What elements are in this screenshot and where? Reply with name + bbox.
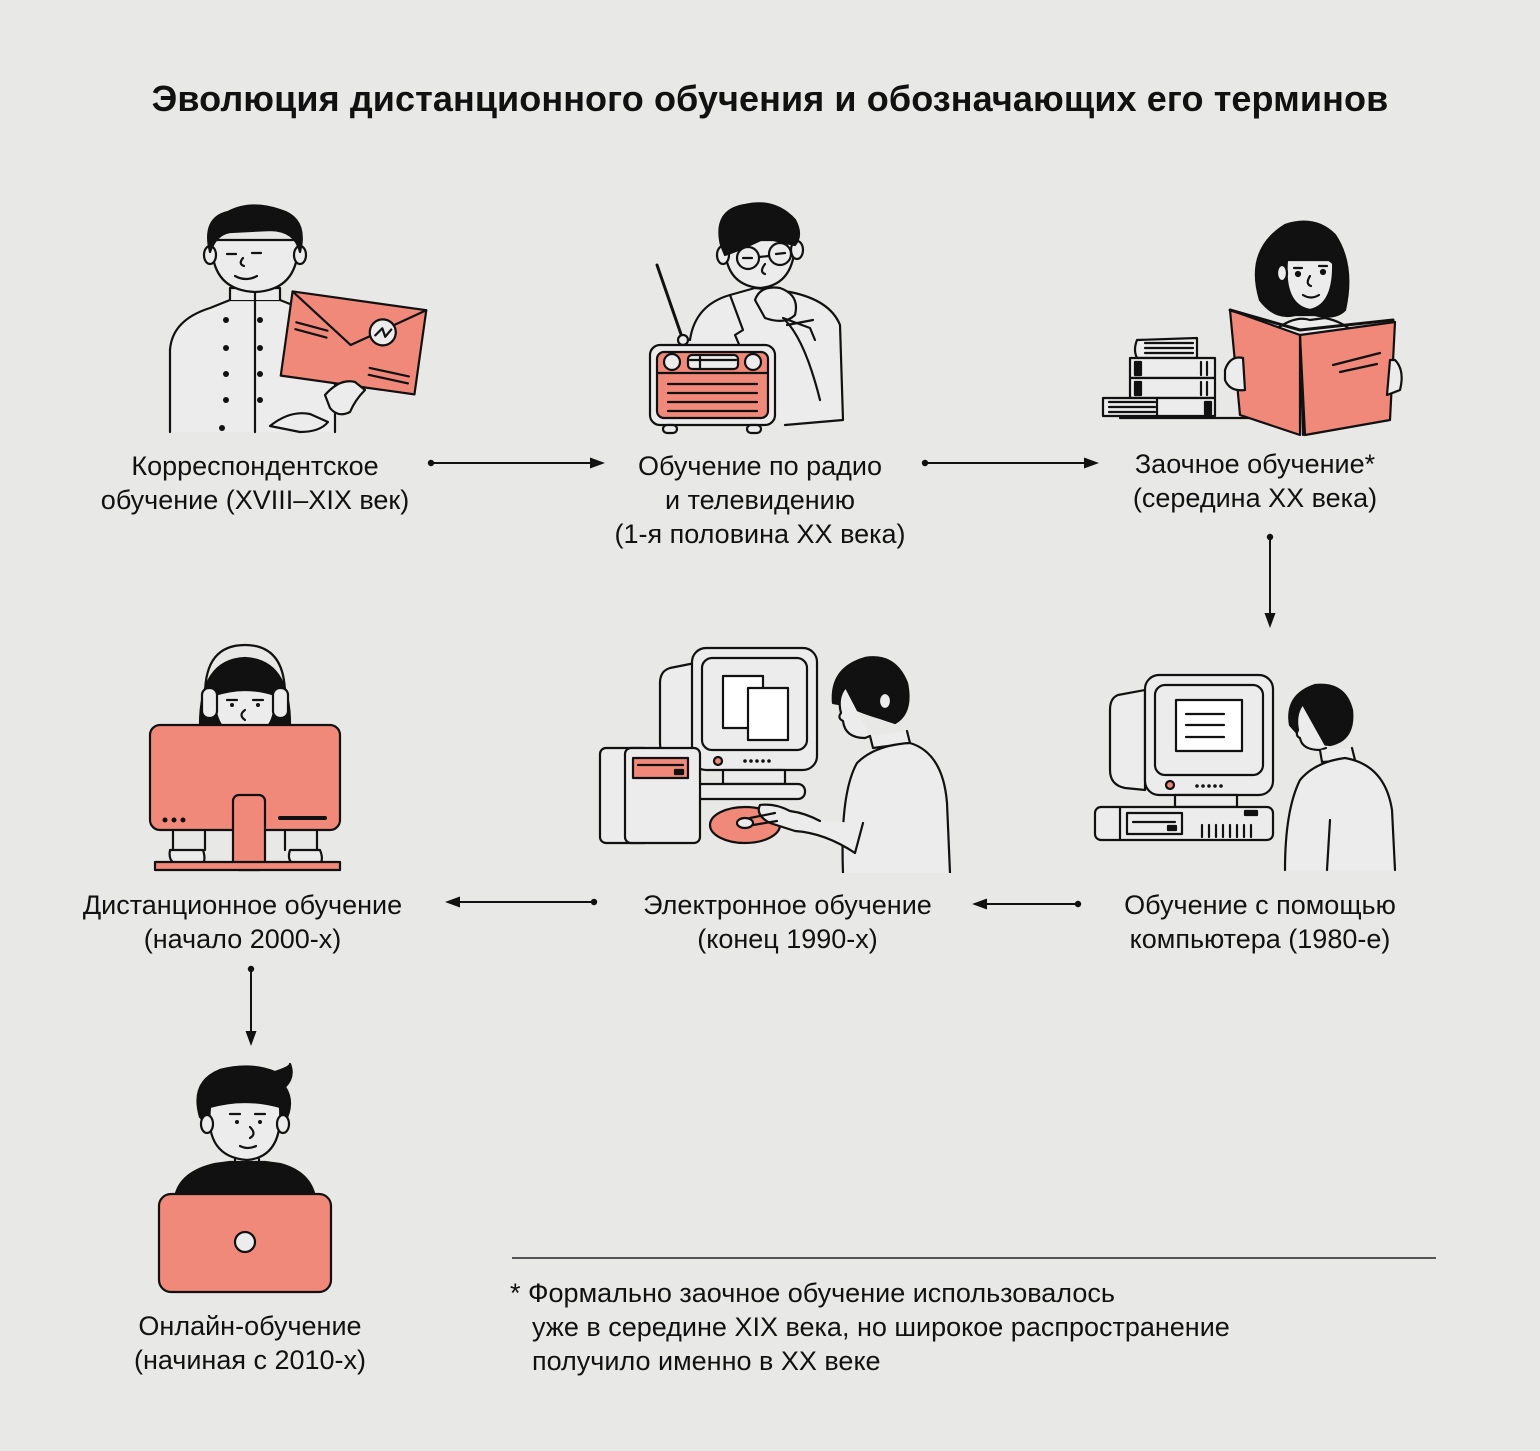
- man-holding-envelope-icon: [168, 204, 428, 434]
- stage-label-line: Электронное обучение: [643, 890, 932, 920]
- stage-label-online: Онлайн-обучение (начиная с 2010-х): [60, 1309, 440, 1377]
- stage-label-extramural: Заочное обучение* (середина XX века): [1075, 447, 1435, 515]
- stage-label-radio-tv: Обучение по радио и телевидению (1-я пол…: [580, 449, 940, 551]
- stage-label-correspondence: Корреспондентское обучение (XVIII–XIX ве…: [60, 449, 450, 517]
- footnote-divider: [512, 1257, 1436, 1259]
- stage-label-line: компьютера (1980-е): [1129, 924, 1391, 954]
- footnote-line: * Формально заочное обучение использовал…: [510, 1278, 1115, 1308]
- arrow-left-icon: [972, 898, 1082, 910]
- footnote-line: уже в середине XIX века, но широкое расп…: [532, 1312, 1230, 1342]
- woman-reading-book-icon: [1101, 220, 1403, 437]
- stage-label-distance: Дистанционное обучение (начало 2000-х): [40, 888, 445, 956]
- arrow-down-icon: [1264, 533, 1276, 628]
- stage-label-line: (начало 2000-х): [143, 924, 342, 954]
- person-with-laptop-icon: [157, 1062, 333, 1294]
- stage-label-computer-assisted: Обучение с помощью компьютера (1980-е): [1075, 888, 1445, 956]
- man-with-cd-computer-icon: [598, 646, 952, 873]
- stage-label-e-learning: Электронное обучение (конец 1990-х): [600, 888, 975, 956]
- stage-label-line: (середина XX века): [1132, 483, 1378, 513]
- arrow-left-icon: [445, 896, 598, 908]
- arrow-right-icon: [921, 457, 1099, 469]
- arrow-right-icon: [427, 457, 605, 469]
- stage-label-line: и телевидению: [665, 485, 855, 515]
- stage-label-line: Дистанционное обучение: [82, 890, 403, 920]
- girl-with-headphones-monitor-icon: [148, 643, 342, 872]
- arrow-down-icon: [245, 965, 257, 1046]
- man-at-desktop-computer-icon: [1093, 673, 1397, 872]
- stage-label-line: Обучение по радио: [638, 451, 882, 481]
- stage-label-line: Корреспондентское: [131, 451, 379, 481]
- stage-label-line: Обучение с помощью: [1124, 890, 1396, 920]
- stage-label-line: Заочное обучение*: [1134, 449, 1376, 479]
- stage-label-line: (1-я половина XX века): [614, 519, 906, 549]
- stage-label-line: Онлайн-обучение: [138, 1311, 362, 1341]
- man-with-radio-icon: [648, 202, 845, 435]
- footnote-line: получило именно в XX веке: [532, 1346, 881, 1376]
- stage-label-line: (конец 1990-х): [697, 924, 878, 954]
- page-title: Эволюция дистанционного обучения и обозн…: [151, 78, 1389, 119]
- stage-label-line: обучение (XVIII–XIX век): [100, 485, 410, 515]
- footnote: * Формально заочное обучение использовал…: [510, 1276, 1230, 1378]
- stage-label-line: (начиная с 2010-х): [133, 1345, 367, 1375]
